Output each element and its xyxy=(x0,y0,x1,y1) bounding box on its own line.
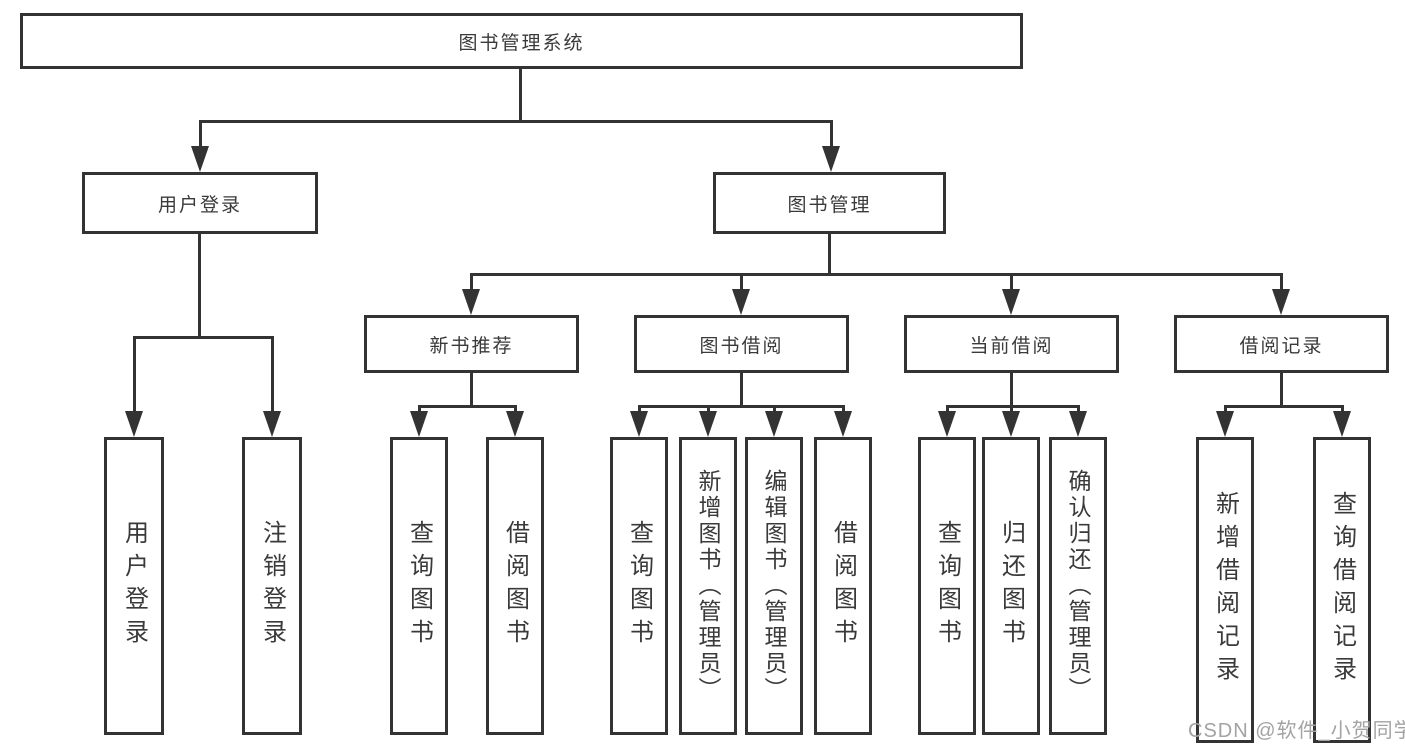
arrow-down-icon xyxy=(191,146,209,172)
leaf-return-books: 归还图书 xyxy=(982,437,1040,735)
leaf-confirm-return-admin: 确认归还（管理员） xyxy=(1049,437,1107,735)
leaf-add-borrow-record: 新增借阅记录 xyxy=(1196,437,1254,743)
connector-section2-rail xyxy=(638,405,845,408)
connector-leaf-stem xyxy=(133,336,136,412)
leaf-label: 借阅图书 xyxy=(829,520,857,652)
leaf-query-borrow-record: 查询借阅记录 xyxy=(1313,437,1371,743)
node-current-borrowing: 当前借阅 xyxy=(904,315,1119,373)
leaf-label: 新增借阅记录 xyxy=(1211,491,1239,689)
section-label: 图书借阅 xyxy=(699,335,784,357)
connector-root-stem xyxy=(519,69,522,120)
leaf-label: 查询图书 xyxy=(933,520,961,652)
arrow-down-icon xyxy=(1069,411,1087,437)
node-root-label: 图书管理系统 xyxy=(458,32,585,54)
connector-leaf-stem xyxy=(842,405,845,413)
leaf-label: 新增图书（管理员） xyxy=(695,469,721,703)
leaf-query-books-borrowing: 查询图书 xyxy=(610,437,668,735)
connector-section4-rail xyxy=(1224,405,1343,408)
connector-leaf-stem xyxy=(1224,405,1227,413)
connector-user-branch-stem xyxy=(198,234,201,336)
leaf-add-book-admin: 新增图书（管理员） xyxy=(679,437,737,735)
leaf-query-books-recommend: 查询图书 xyxy=(390,437,448,735)
leaf-label: 借阅图书 xyxy=(501,520,529,652)
arrow-down-icon xyxy=(1002,411,1020,437)
node-book-management-label: 图书管理 xyxy=(787,194,872,216)
connector-section1-rail xyxy=(418,405,516,408)
arrow-down-icon xyxy=(822,146,840,172)
arrow-down-icon xyxy=(462,289,480,315)
connector-leaf-stem xyxy=(638,405,641,413)
leaf-label: 注销登录 xyxy=(258,520,286,652)
arrow-down-icon xyxy=(834,411,852,437)
connector-book-mgmt-stem xyxy=(830,120,833,148)
leaf-label: 归还图书 xyxy=(997,520,1025,652)
connector-root-rail xyxy=(199,120,833,123)
section-label: 借阅记录 xyxy=(1239,335,1324,357)
node-new-book-recommendation: 新书推荐 xyxy=(364,315,579,373)
node-root: 图书管理系统 xyxy=(20,13,1023,69)
connector-leaf-stem xyxy=(707,405,710,413)
node-borrowing-records: 借阅记录 xyxy=(1174,315,1389,373)
connector-mgmt-branch-rail xyxy=(470,273,1283,276)
connector-leaf-stem xyxy=(418,405,421,413)
arrow-down-icon xyxy=(125,411,143,437)
connector-leaf-stem xyxy=(773,405,776,413)
connector-section-stem xyxy=(740,273,743,291)
leaf-label: 查询借阅记录 xyxy=(1328,491,1356,689)
connector-leaf-stem xyxy=(1010,405,1013,413)
connector-section4-stem xyxy=(1280,373,1283,405)
section-label: 新书推荐 xyxy=(429,335,514,357)
connector-section-stem xyxy=(470,273,473,291)
leaf-label: 查询图书 xyxy=(405,520,433,652)
arrow-down-icon xyxy=(410,411,428,437)
leaf-user-login: 用户登录 xyxy=(104,437,164,735)
connector-leaf-stem xyxy=(946,405,949,413)
arrow-down-icon xyxy=(506,411,524,437)
leaf-label: 查询图书 xyxy=(625,520,653,652)
connector-section-stem xyxy=(1010,273,1013,291)
arrow-down-icon xyxy=(732,289,750,315)
leaf-query-books-current: 查询图书 xyxy=(918,437,976,735)
connector-mgmt-branch-stem xyxy=(828,234,831,273)
arrow-down-icon xyxy=(699,411,717,437)
arrow-down-icon xyxy=(1002,289,1020,315)
node-book-borrowing: 图书借阅 xyxy=(634,315,849,373)
watermark: CSDN @软件_小贺同学 xyxy=(1188,720,1405,742)
arrow-down-icon xyxy=(938,411,956,437)
connector-section-stem xyxy=(1280,273,1283,291)
leaf-borrow-books-recommend: 借阅图书 xyxy=(486,437,544,735)
arrow-down-icon xyxy=(1333,411,1351,437)
leaf-edit-book-admin: 编辑图书（管理员） xyxy=(745,437,803,735)
leaf-borrow-books: 借阅图书 xyxy=(814,437,872,735)
arrow-down-icon xyxy=(1272,289,1290,315)
node-book-management: 图书管理 xyxy=(713,172,946,234)
connector-user-branch-rail xyxy=(133,336,274,339)
connector-leaf-stem xyxy=(514,405,517,413)
connector-leaf-stem xyxy=(1341,405,1344,413)
arrow-down-icon xyxy=(263,411,281,437)
leaf-logout: 注销登录 xyxy=(242,437,302,735)
connector-leaf-stem xyxy=(271,336,274,412)
arrow-down-icon xyxy=(765,411,783,437)
connector-section3-stem xyxy=(1010,373,1013,405)
connector-user-login-stem xyxy=(199,120,202,148)
connector-section2-stem xyxy=(740,373,743,405)
arrow-down-icon xyxy=(1216,411,1234,437)
arrow-down-icon xyxy=(630,411,648,437)
leaf-label: 用户登录 xyxy=(120,520,148,652)
connector-leaf-stem xyxy=(1077,405,1080,413)
leaf-label: 确认归还（管理员） xyxy=(1065,469,1091,703)
section-label: 当前借阅 xyxy=(969,335,1054,357)
leaf-label: 编辑图书（管理员） xyxy=(761,469,787,703)
connector-section1-stem xyxy=(470,373,473,405)
node-user-login-label: 用户登录 xyxy=(157,194,242,216)
node-user-login: 用户登录 xyxy=(82,172,318,234)
